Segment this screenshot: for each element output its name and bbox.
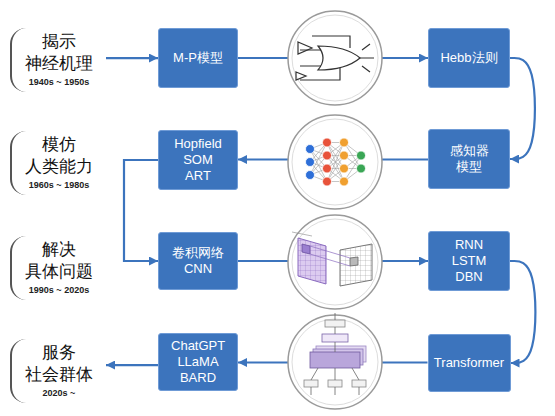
- network-link: [327, 143, 344, 182]
- flow-arrow: [106, 57, 158, 59]
- era-bracket: 解决 具体问题 1990s ~ 2020s: [10, 236, 106, 300]
- network-neuron: [340, 177, 349, 186]
- network-neuron: [306, 145, 315, 154]
- attention-block-icon: [304, 313, 366, 395]
- box-label: ChatGPT LLaMA BARD: [171, 338, 225, 386]
- network-neuron: [306, 158, 315, 167]
- era-title: 解决 具体问题: [25, 239, 93, 283]
- process-box: Hebb法则: [428, 28, 510, 88]
- process-box: Transformer: [428, 334, 511, 392]
- era-years: 2020s ~: [12, 388, 106, 400]
- illustration-ring: [292, 15, 378, 405]
- process-box: 卷积网络 CNN: [158, 232, 238, 290]
- network-neuron: [340, 164, 349, 173]
- network-neuron: [357, 151, 366, 160]
- box-label: 卷积网络 CNN: [172, 245, 224, 277]
- process-box: ChatGPT LLaMA BARD: [158, 333, 238, 391]
- network-link: [327, 143, 344, 182]
- box-label: RNN LSTM DBN: [452, 237, 487, 285]
- network-neuron: [340, 138, 349, 147]
- network-neuron: [357, 164, 366, 173]
- era-years: 1960s ~ 1980s: [12, 180, 106, 192]
- network-neuron: [323, 164, 332, 173]
- flow-arrow: [106, 364, 158, 366]
- process-box: Hopfield SOM ART: [158, 130, 238, 190]
- neuron-symbol: [296, 36, 374, 80]
- flow-arrow: [124, 160, 158, 261]
- process-box: RNN LSTM DBN: [428, 231, 510, 291]
- box-label: Hebb法则: [440, 50, 497, 66]
- box-label: M-P模型: [173, 50, 223, 66]
- network-neuron: [340, 151, 349, 160]
- era-bracket: 揭示 神经机理 1940s ~ 1950s: [10, 28, 106, 92]
- box-label: Hopfield SOM ART: [174, 136, 222, 184]
- era-title: 服务 社会群体: [25, 342, 93, 386]
- illustration-frame: [288, 11, 382, 409]
- process-box: M-P模型: [158, 28, 238, 88]
- box-label: 感知器 模型: [450, 143, 489, 175]
- network-neuron: [323, 138, 332, 147]
- process-box: 感知器 模型: [428, 129, 510, 189]
- box-label: Transformer: [434, 355, 504, 371]
- era-bracket: 模仿 人类能力 1960s ~ 1980s: [10, 131, 106, 195]
- era-title: 揭示 神经机理: [25, 31, 93, 75]
- era-years: 1940s ~ 1950s: [12, 77, 106, 89]
- flow-arrow: [510, 261, 535, 363]
- era-title: 模仿 人类能力: [25, 134, 93, 178]
- era-bracket: 服务 社会群体 2020s ~: [10, 339, 106, 403]
- network-neuron: [323, 151, 332, 160]
- era-years: 1990s ~ 2020s: [12, 285, 106, 297]
- neural-network-icon: [306, 138, 366, 186]
- cnn-icon: [292, 232, 372, 286]
- network-neuron: [323, 177, 332, 186]
- network-neuron: [306, 171, 315, 180]
- flow-arrow: [510, 58, 535, 159]
